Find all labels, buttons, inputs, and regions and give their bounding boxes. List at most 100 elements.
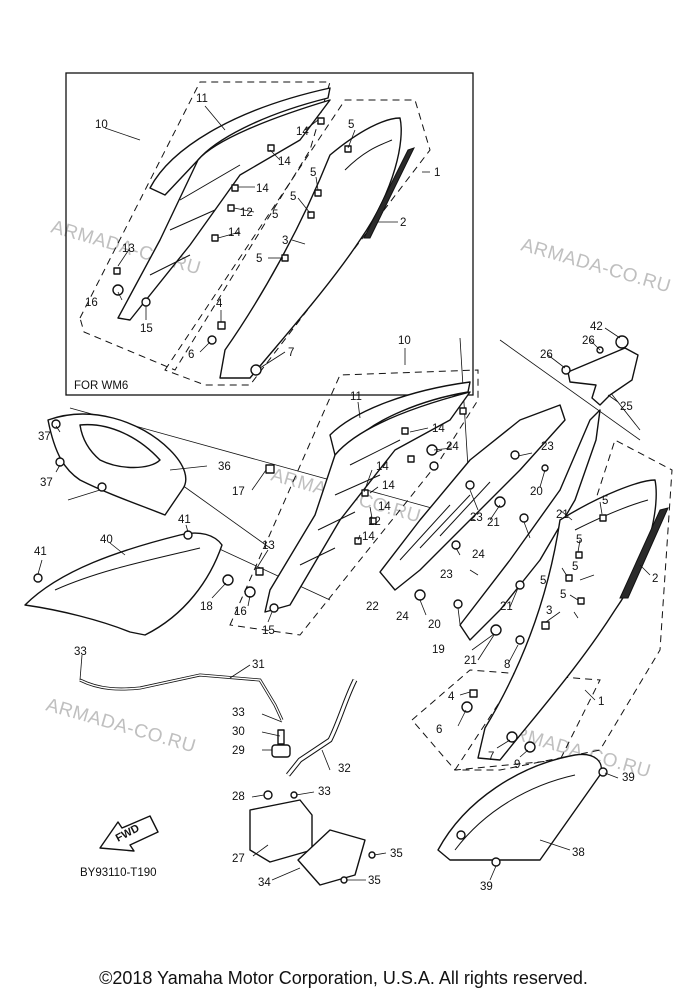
callout-37: 37 xyxy=(40,477,53,489)
callout-14: 14 xyxy=(278,156,291,168)
drawing-code: BY93110-T190 xyxy=(80,867,157,879)
callout-26: 26 xyxy=(540,349,553,361)
part-19 xyxy=(459,409,601,641)
callout-13: 13 xyxy=(122,243,135,255)
inset-part-1 xyxy=(219,117,402,379)
leader-40-link xyxy=(199,539,331,601)
part-40 xyxy=(24,532,223,636)
inset-part-2 xyxy=(363,147,415,239)
callout-14: 14 xyxy=(432,423,445,435)
part-28 xyxy=(263,790,273,800)
callout-10: 10 xyxy=(398,335,411,347)
part-10-inner xyxy=(299,439,401,566)
inset-part-11 xyxy=(149,87,331,196)
callout-5: 5 xyxy=(540,575,546,587)
callout-7: 7 xyxy=(488,751,494,763)
part-38-line xyxy=(454,774,576,851)
part-36-inner xyxy=(79,423,161,469)
callout-23: 23 xyxy=(470,512,483,524)
callout-26: 26 xyxy=(582,335,595,347)
callout-5: 5 xyxy=(290,191,296,203)
inset-group-1 xyxy=(164,99,431,386)
part-1-line xyxy=(574,499,649,531)
part-40-inner xyxy=(54,547,201,591)
callout-5: 5 xyxy=(560,589,566,601)
callout-18: 18 xyxy=(200,601,213,613)
callout-28: 28 xyxy=(232,791,245,803)
leader-36-link2 xyxy=(181,484,271,549)
callout-16: 16 xyxy=(85,297,98,309)
group-1-lower xyxy=(411,669,601,771)
callout-14: 14 xyxy=(362,531,375,543)
callout-3: 3 xyxy=(282,235,288,247)
callout-39: 39 xyxy=(480,881,493,893)
callout-2: 2 xyxy=(652,573,658,585)
leader-25-link2 xyxy=(499,339,641,441)
callout-30: 30 xyxy=(232,726,245,738)
callout-25: 25 xyxy=(620,401,633,413)
callout-17: 17 xyxy=(232,486,245,498)
callout-2: 2 xyxy=(400,217,406,229)
watermark: ARMADA-CO.RU xyxy=(519,235,674,298)
callout-39: 39 xyxy=(622,772,635,784)
part-34 xyxy=(297,829,366,886)
callout-41: 41 xyxy=(178,514,191,526)
callout-21: 21 xyxy=(464,655,477,667)
callout-10: 10 xyxy=(95,119,108,131)
callout-5: 5 xyxy=(272,209,278,221)
callout-12: 12 xyxy=(240,207,253,219)
callout-14: 14 xyxy=(376,461,389,473)
callout-24: 24 xyxy=(446,441,459,453)
callout-24: 24 xyxy=(396,611,409,623)
callout-5: 5 xyxy=(602,495,608,507)
callout-11: 11 xyxy=(350,391,362,403)
callout-35: 35 xyxy=(368,875,381,887)
inset-leaders xyxy=(104,105,430,369)
callout-9: 9 xyxy=(514,759,520,771)
callout-4: 4 xyxy=(448,691,455,703)
callout-8: 8 xyxy=(504,659,510,671)
callout-33: 33 xyxy=(74,646,87,658)
fwd-arrow-icon xyxy=(99,815,159,852)
part-22-detail xyxy=(399,481,491,561)
inset-group-10 xyxy=(79,81,331,371)
part-2 xyxy=(619,507,669,599)
watermark: ARMADA-CO.RU xyxy=(44,695,199,758)
callout-31: 31 xyxy=(252,659,265,671)
callout-27: 27 xyxy=(232,853,245,865)
callout-15: 15 xyxy=(140,323,153,335)
callout-14: 14 xyxy=(296,126,309,138)
leader-1 xyxy=(584,689,596,701)
callout-40: 40 xyxy=(100,534,113,546)
callout-20: 20 xyxy=(530,486,543,498)
part-29 xyxy=(271,744,291,758)
callout-24: 24 xyxy=(472,549,485,561)
callout-41: 41 xyxy=(34,546,47,558)
callout-11: 11 xyxy=(196,93,208,105)
callout-33: 33 xyxy=(232,707,245,719)
callout-3: 3 xyxy=(546,605,552,617)
part-42 xyxy=(615,335,629,349)
callout-5: 5 xyxy=(572,561,578,573)
main-leaders xyxy=(37,327,621,881)
callout-5: 5 xyxy=(310,167,316,179)
callout-33: 33 xyxy=(318,786,331,798)
main-fasteners xyxy=(33,407,608,884)
callout-22: 22 xyxy=(366,601,379,613)
callout-5: 5 xyxy=(576,534,582,546)
callout-14: 14 xyxy=(382,480,395,492)
copyright-notice: ©2018 Yamaha Motor Corporation, U.S.A. A… xyxy=(99,968,588,988)
part-30 xyxy=(277,729,285,745)
callout-14: 14 xyxy=(256,183,269,195)
callout-29: 29 xyxy=(232,745,245,757)
callout-14: 14 xyxy=(378,501,391,513)
callout-38: 38 xyxy=(572,847,585,859)
inset-frame xyxy=(65,72,474,396)
part-32-inner xyxy=(286,679,357,776)
callout-19: 19 xyxy=(432,644,445,656)
callout-1: 1 xyxy=(598,696,604,708)
inset-label: FOR WM6 xyxy=(74,380,128,392)
part-22 xyxy=(379,404,566,591)
callout-36: 36 xyxy=(218,461,231,473)
